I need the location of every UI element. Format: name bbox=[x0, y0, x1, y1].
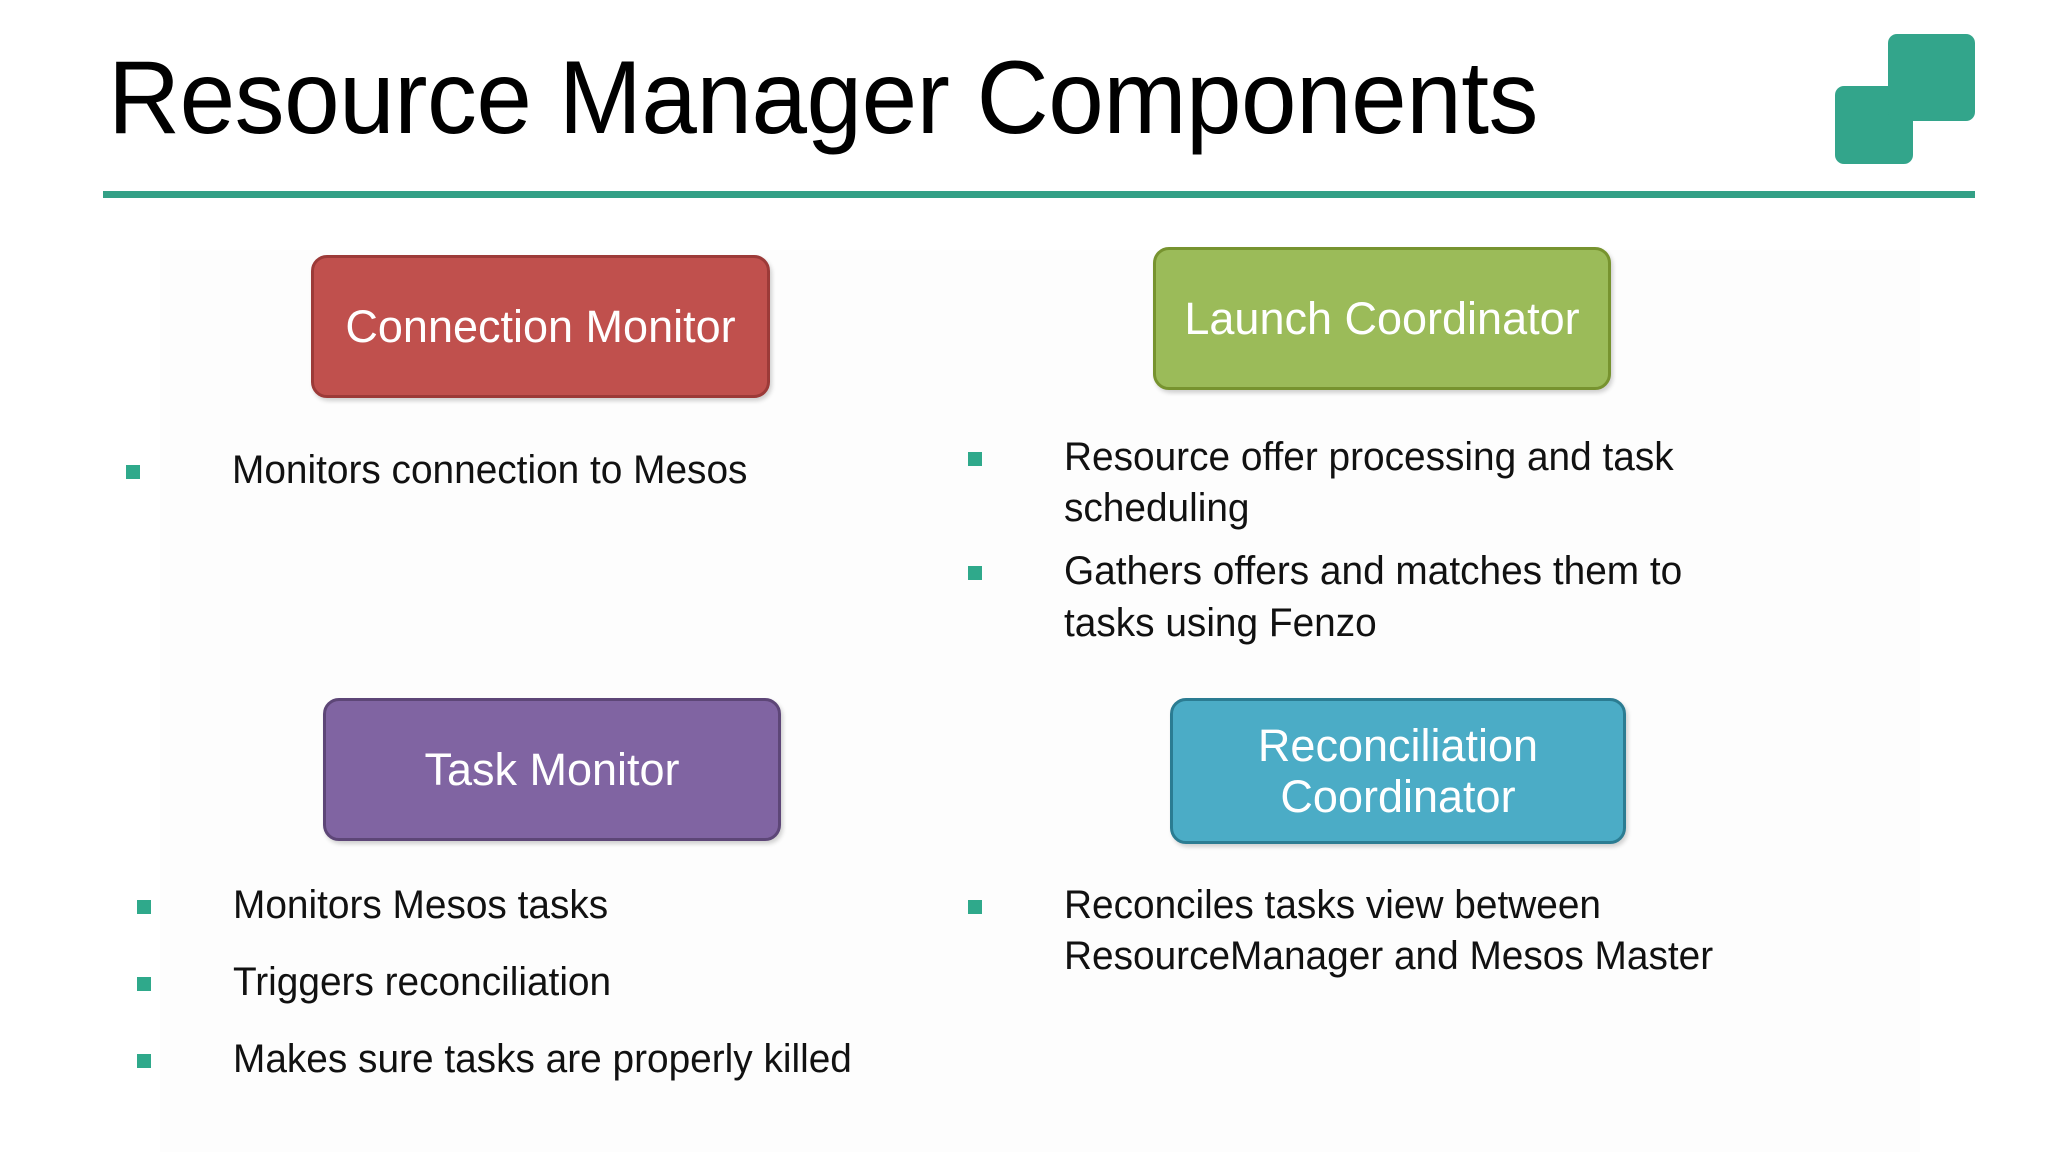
list-item-label: Resource offer processing and task sched… bbox=[1064, 435, 1674, 531]
list-item: Gathers offers and matches them to tasks… bbox=[968, 546, 1758, 648]
list-item: Reconciles tasks view between ResourceMa… bbox=[968, 880, 1768, 982]
component-box-task-monitor[interactable]: Task Monitor bbox=[323, 698, 781, 841]
list-item-label: Reconciles tasks view between ResourceMa… bbox=[1064, 883, 1714, 979]
bullet-list-task-monitor: Monitors Mesos tasks Triggers reconcilia… bbox=[137, 880, 937, 1112]
bullet-square-icon bbox=[968, 900, 982, 914]
list-item-label: Makes sure tasks are properly killed bbox=[233, 1037, 852, 1082]
list-item-label: Triggers reconciliation bbox=[233, 960, 612, 1005]
component-box-connection-monitor[interactable]: Connection Monitor bbox=[311, 255, 770, 398]
list-item-label: Monitors Mesos tasks bbox=[233, 883, 609, 927]
list-item: Triggers reconciliation bbox=[137, 957, 937, 1008]
bullet-square-icon bbox=[137, 977, 151, 992]
list-item: Monitors connection to Mesos bbox=[126, 445, 886, 496]
bullet-list-connection-monitor: Monitors connection to Mesos bbox=[126, 445, 886, 500]
list-item: Monitors Mesos tasks bbox=[137, 880, 937, 931]
list-item-label: Gathers offers and matches them to tasks… bbox=[1064, 549, 1683, 645]
bullet-square-icon bbox=[137, 900, 151, 914]
list-item-label: Monitors connection to Mesos bbox=[232, 448, 748, 492]
page-title: Resource Manager Components bbox=[108, 40, 1538, 156]
bullet-square-icon bbox=[968, 566, 982, 581]
title-divider bbox=[103, 191, 1975, 198]
bullet-square-icon bbox=[126, 465, 140, 479]
component-box-launch-coordinator[interactable]: Launch Coordinator bbox=[1153, 247, 1611, 390]
two-squares-logo bbox=[1835, 34, 1975, 164]
bullet-list-launch-coordinator: Resource offer processing and task sched… bbox=[968, 432, 1758, 661]
list-item: Makes sure tasks are properly killed bbox=[137, 1034, 937, 1085]
bullet-square-icon bbox=[968, 452, 982, 466]
bullet-square-icon bbox=[137, 1054, 151, 1069]
bullet-list-reconciliation-coordinator: Reconciles tasks view between ResourceMa… bbox=[968, 880, 1768, 986]
logo-square-front bbox=[1888, 34, 1975, 121]
component-box-reconciliation-coordinator[interactable]: Reconciliation Coordinator bbox=[1170, 698, 1626, 844]
list-item: Resource offer processing and task sched… bbox=[968, 432, 1758, 534]
